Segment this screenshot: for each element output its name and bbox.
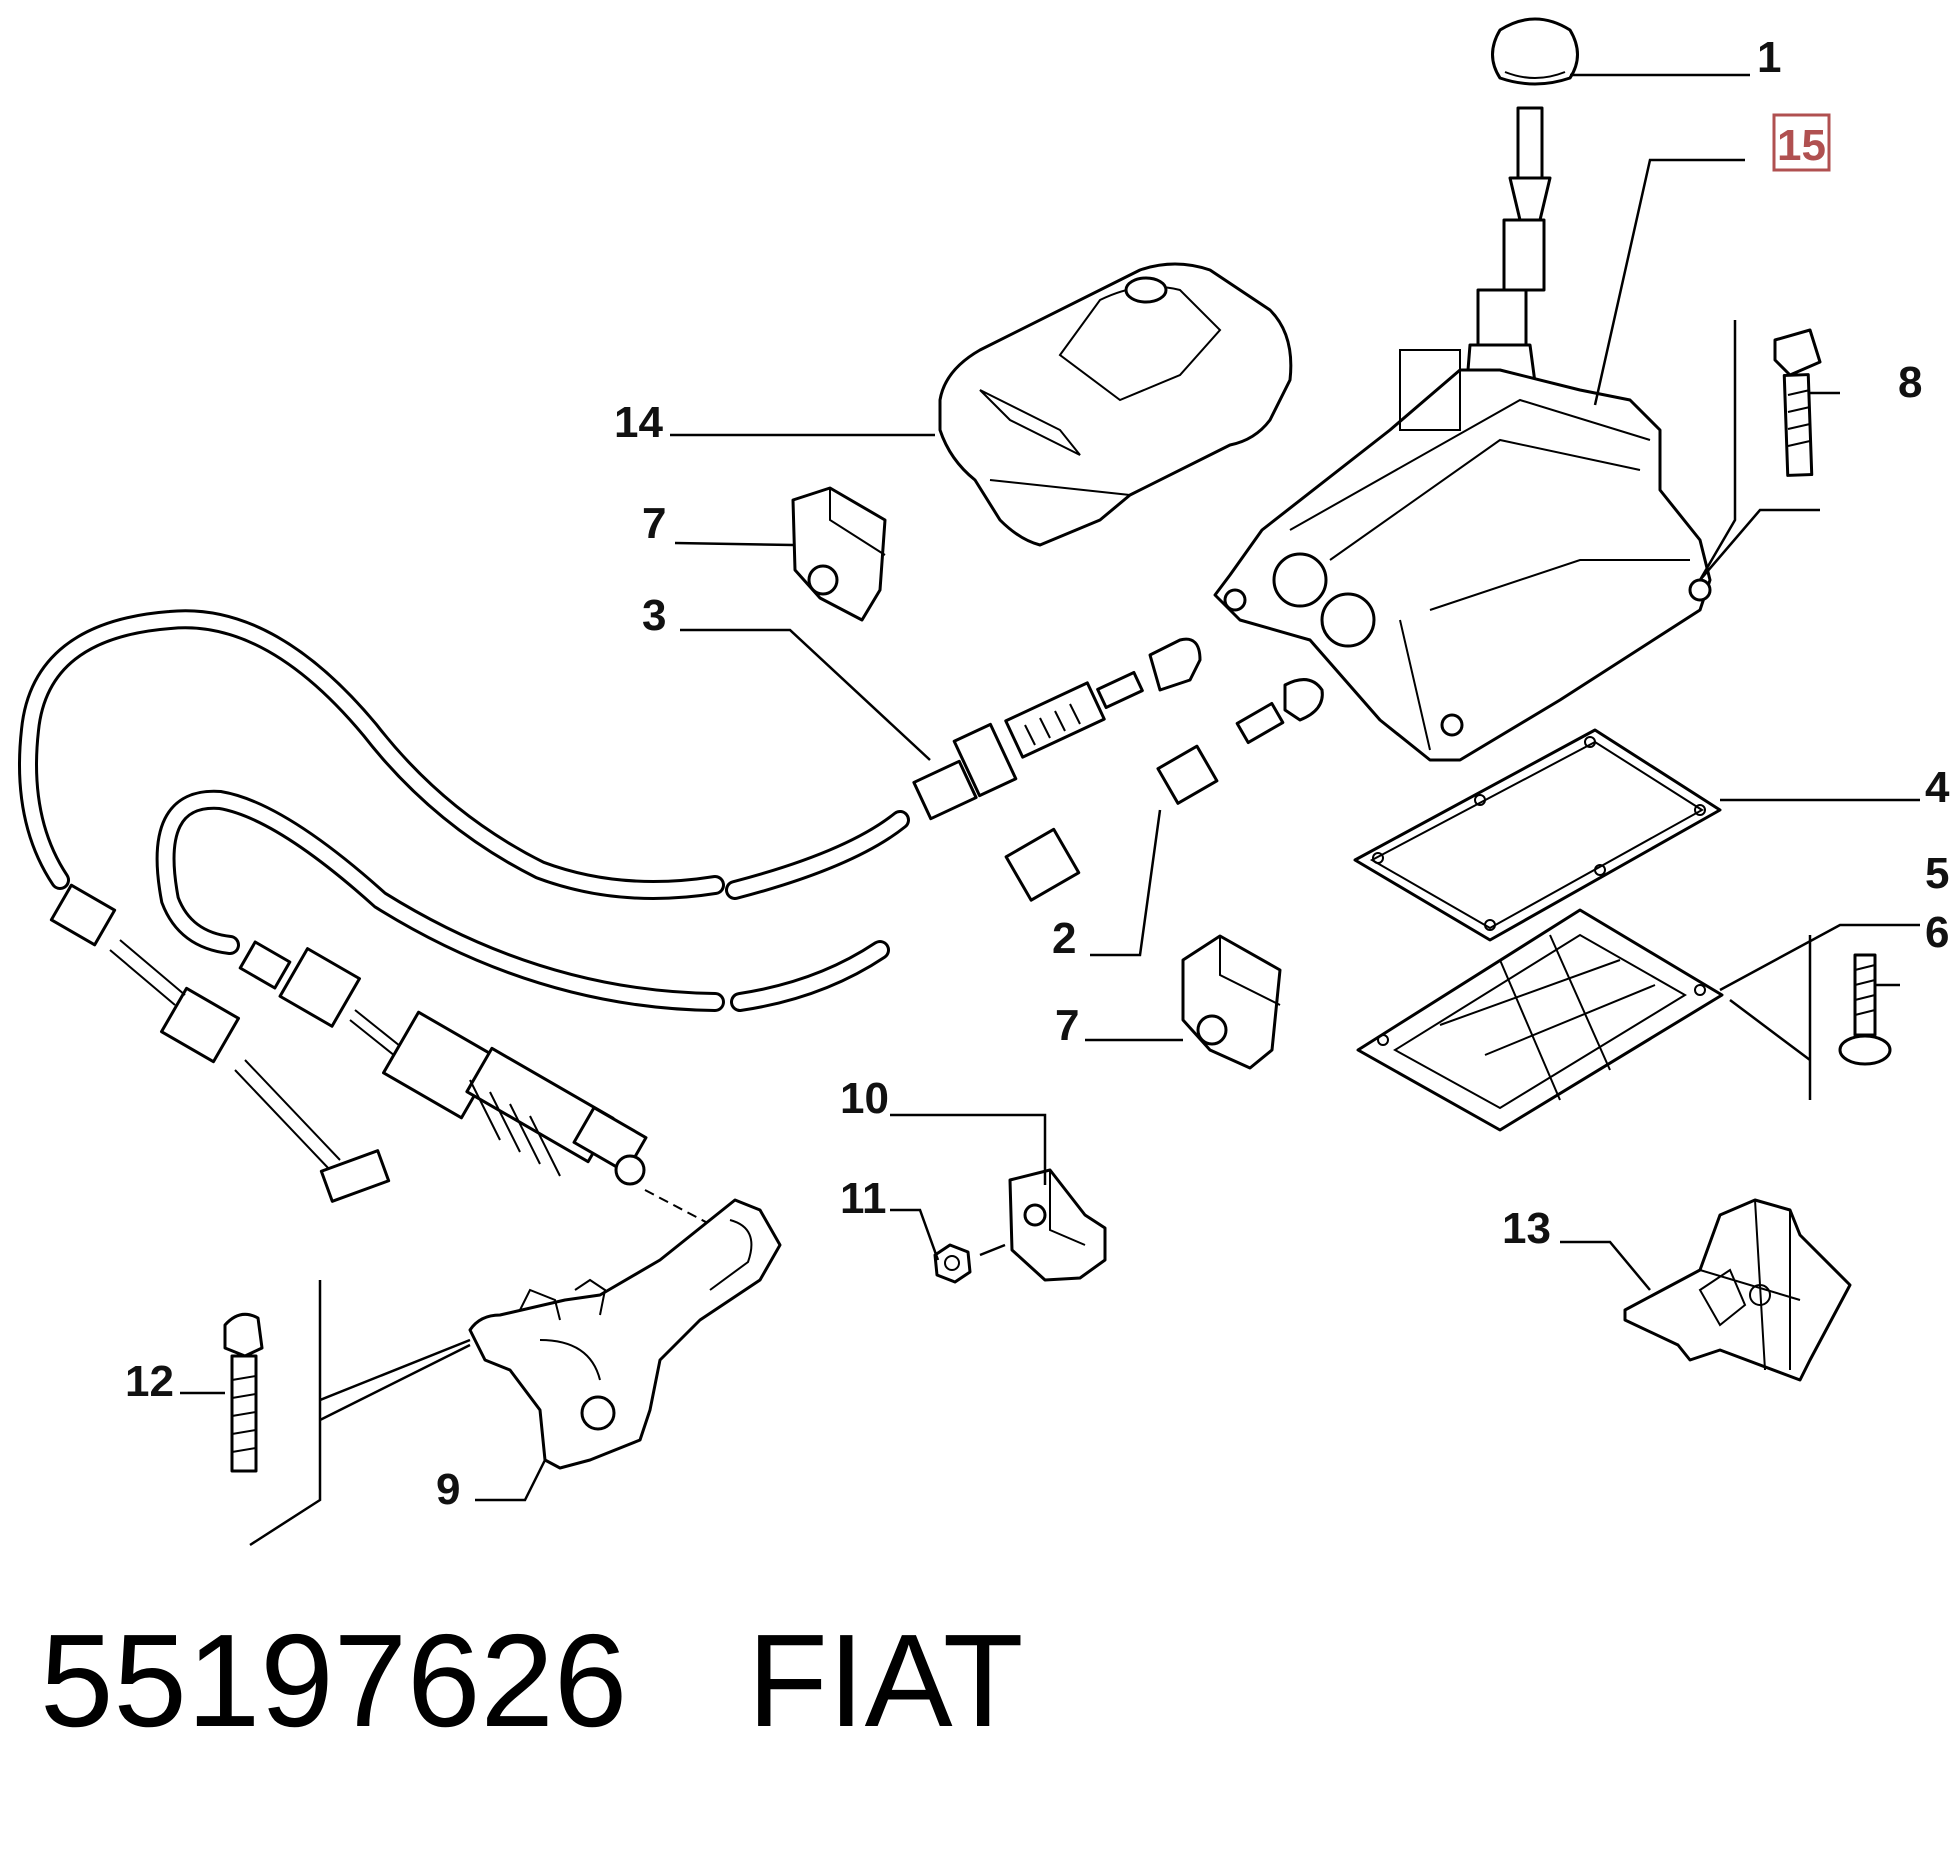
- brand-name: FIAT: [747, 1607, 1024, 1754]
- gear-shift-assembly-part: [1213, 106, 1712, 762]
- gear-cables-part: [18, 609, 1324, 1241]
- callout-labels: 1 15 14 8 7 3 4 5 2 6 7 10 11 13 12 9: [125, 33, 1950, 1514]
- callout-10: 10: [840, 1074, 889, 1123]
- screw-6-part: [1838, 953, 1892, 1066]
- leader-lines: [180, 73, 1920, 1547]
- callout-12: 12: [125, 1357, 174, 1406]
- part-number: 55197626: [40, 1607, 628, 1754]
- callout-5: 5: [1925, 849, 1949, 898]
- callout-2: 2: [1052, 914, 1076, 963]
- callout-11: 11: [840, 1174, 887, 1223]
- bracket-10-part: [1008, 1168, 1107, 1282]
- callout-7-lower: 7: [1055, 1001, 1079, 1050]
- callout-3: 3: [642, 591, 666, 640]
- callout-4: 4: [1925, 763, 1950, 812]
- gasket-4-part: [1353, 728, 1722, 942]
- nut-11-part: [933, 1243, 972, 1284]
- callout-15: 15: [1777, 121, 1826, 170]
- callout-1: 1: [1757, 33, 1781, 82]
- callout-13: 13: [1502, 1204, 1551, 1253]
- clip-7-lower-part: [1181, 934, 1282, 1070]
- shift-boot-cover-part: [938, 262, 1293, 547]
- bolt-8-part: [1773, 328, 1822, 477]
- callout-15-highlight-box: [1772, 113, 1831, 172]
- gear-knob-part: [1491, 17, 1579, 86]
- lever-bracket-9-part: [468, 1198, 782, 1470]
- clip-7-upper-part: [791, 486, 887, 622]
- callout-8: 8: [1898, 358, 1922, 407]
- callout-9: 9: [436, 1465, 460, 1514]
- bolt-12-part: [223, 1312, 264, 1473]
- callout-14: 14: [614, 398, 663, 447]
- plate-5-part: [1356, 908, 1724, 1132]
- callout-7-upper: 7: [642, 499, 666, 548]
- callout-6: 6: [1925, 908, 1949, 957]
- support-13-part: [1623, 1198, 1852, 1382]
